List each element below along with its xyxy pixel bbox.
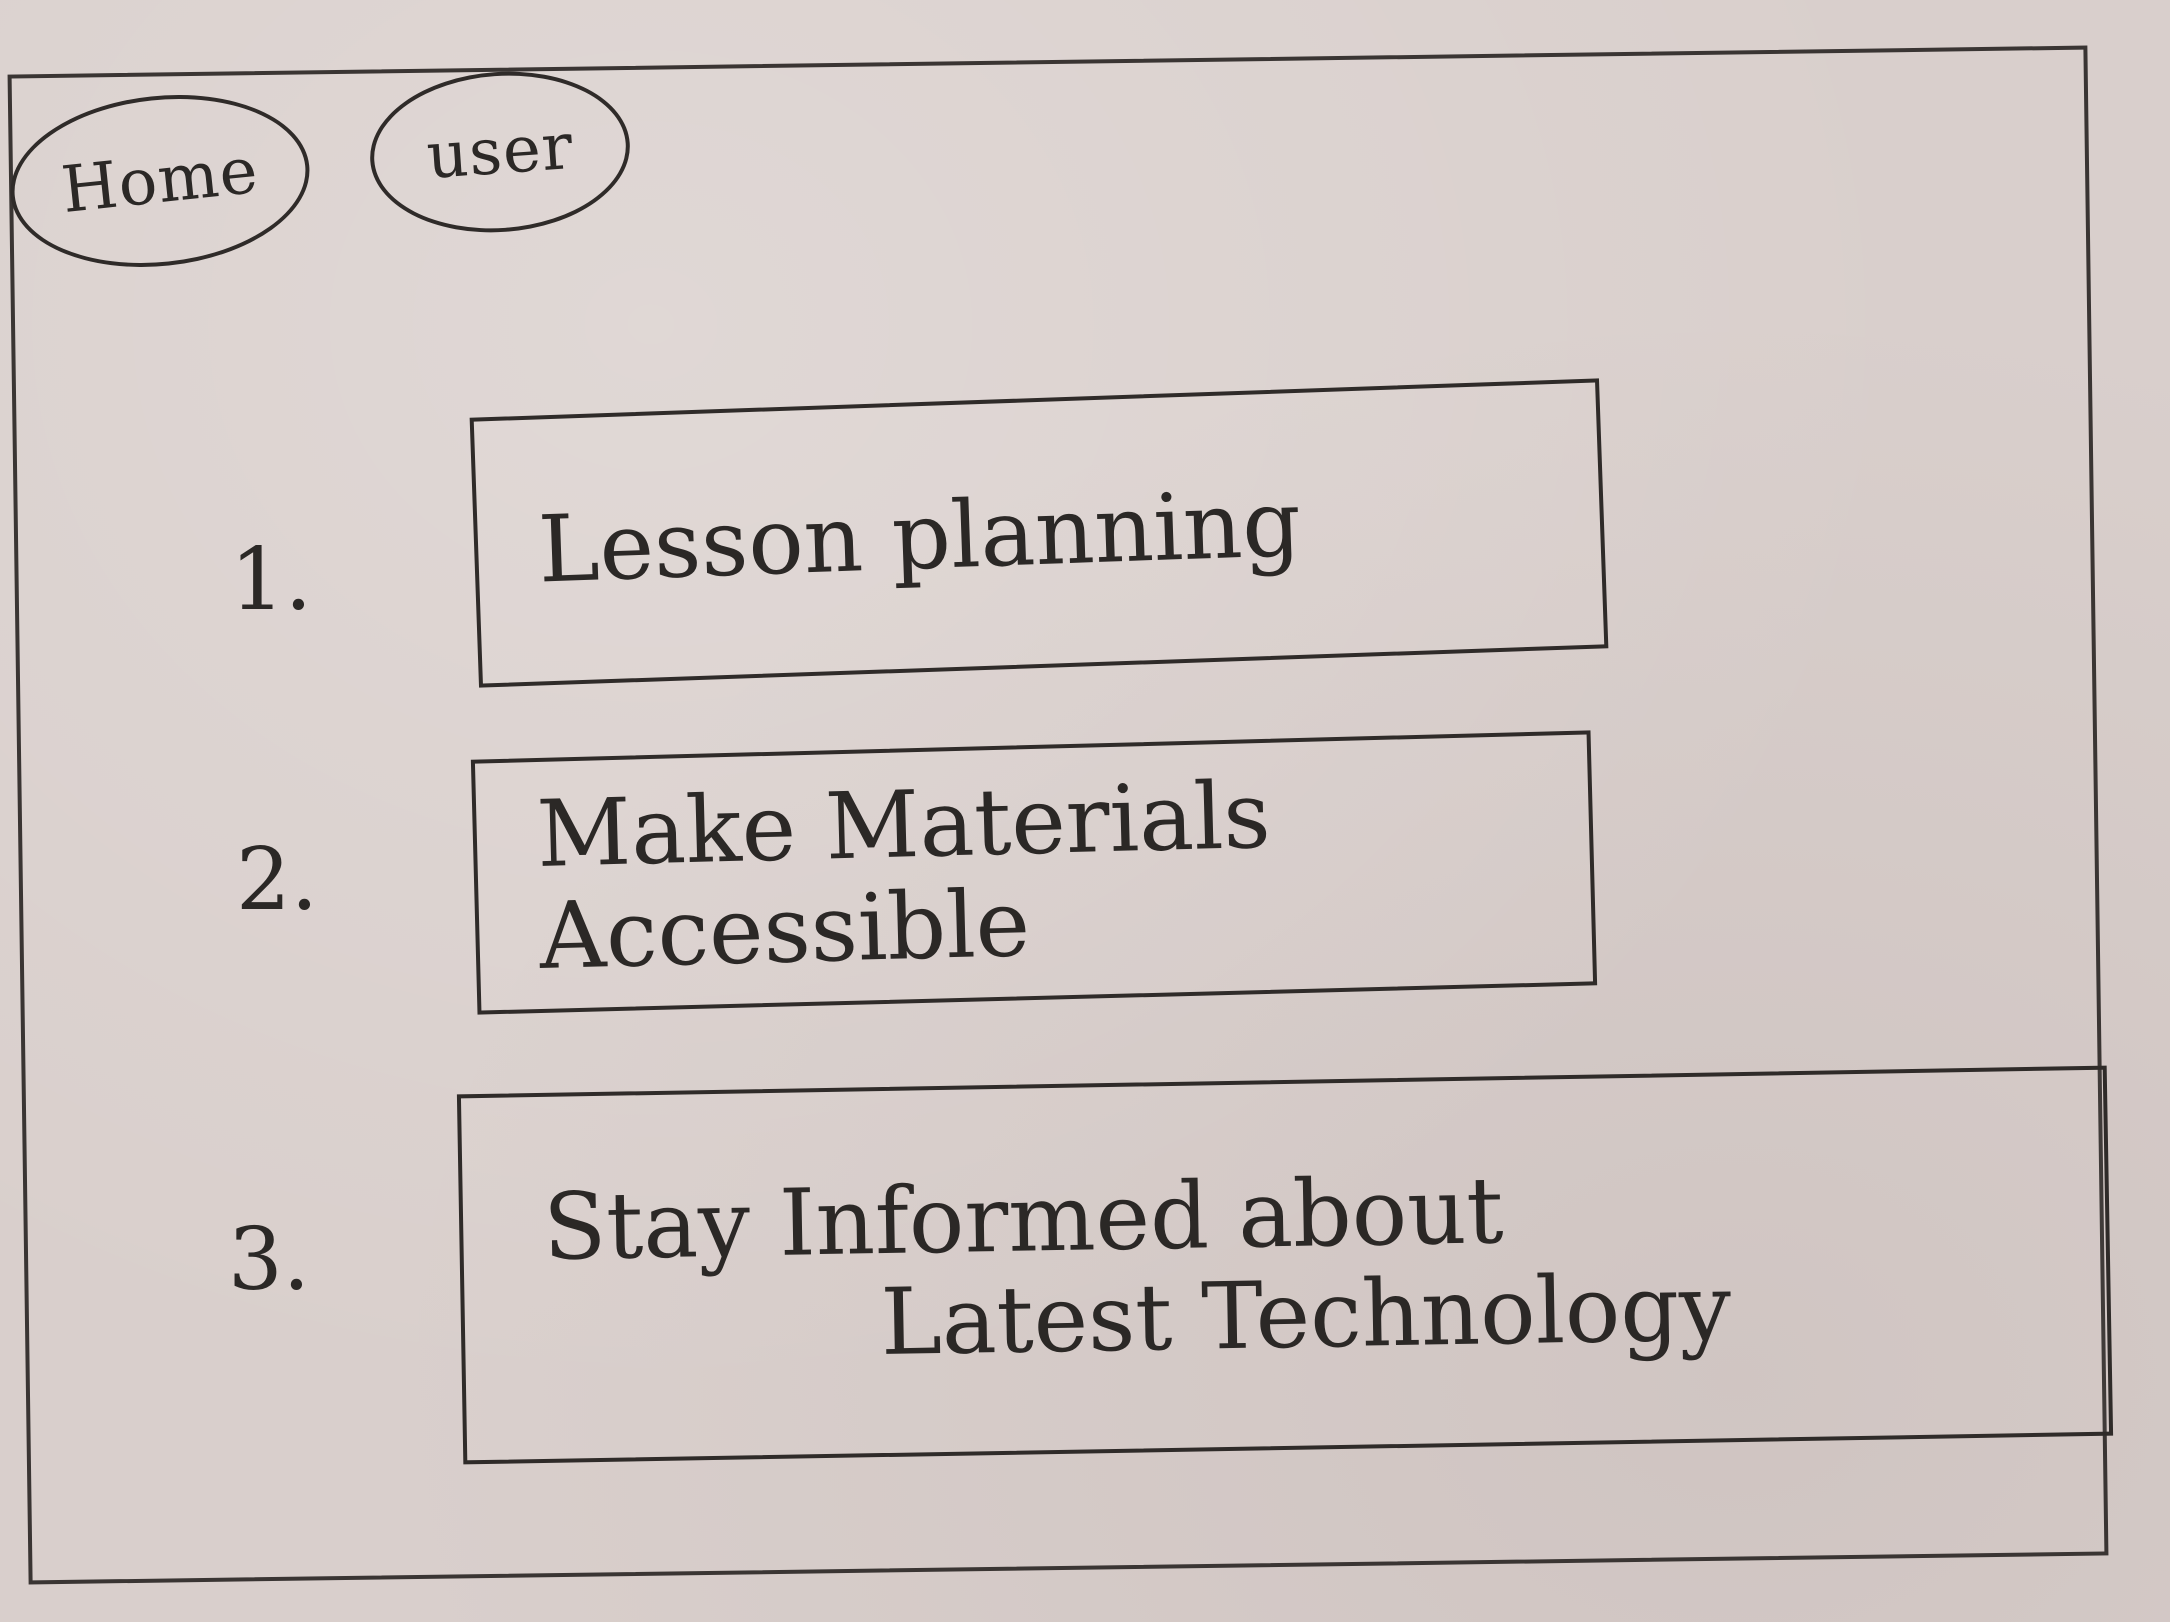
list-item-label: Make Materials Accessible bbox=[535, 762, 1272, 990]
list-item-number: 3. bbox=[228, 1210, 311, 1310]
lesson-planning-button[interactable]: Lesson planning bbox=[469, 378, 1609, 688]
list-item-number: 2. bbox=[236, 830, 319, 930]
list-item-label: Lesson planning bbox=[536, 470, 1303, 604]
make-materials-accessible-button[interactable]: Make Materials Accessible bbox=[470, 730, 1598, 1015]
list-item-number: 1. bbox=[230, 530, 313, 630]
stay-informed-technology-button[interactable]: Stay Informed about Latest Technology bbox=[456, 1065, 2114, 1465]
